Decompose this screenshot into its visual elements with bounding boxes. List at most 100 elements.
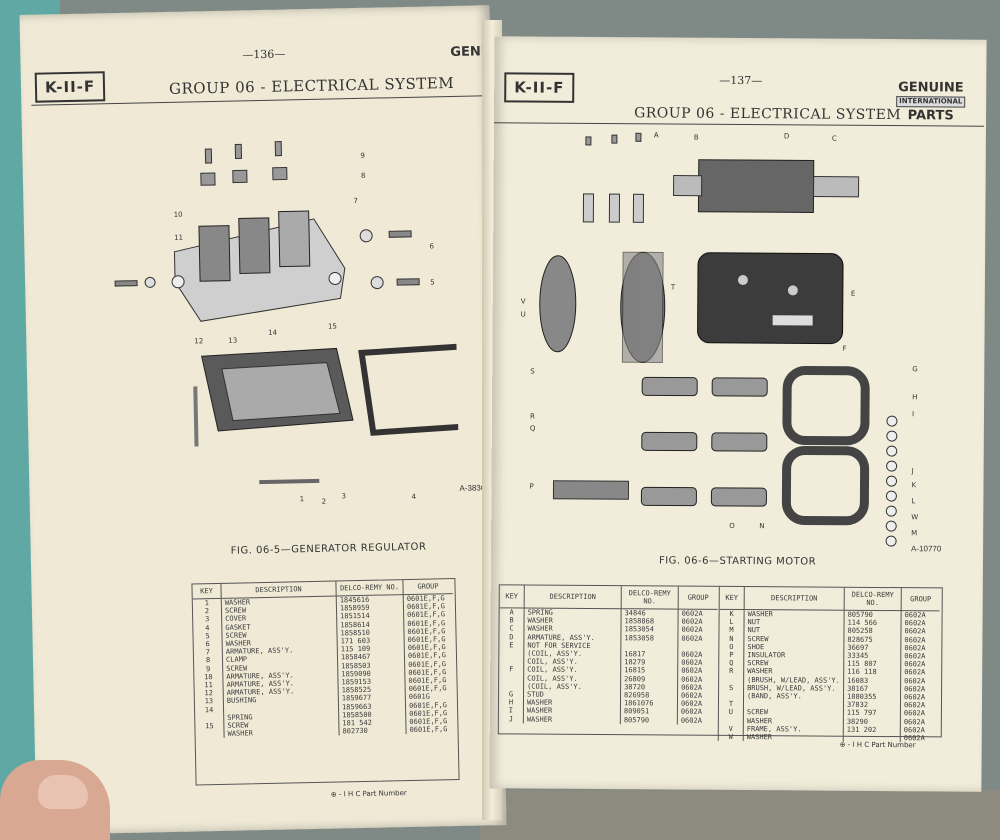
svg-text:P: P xyxy=(529,483,533,491)
cell-group: 0602A xyxy=(680,708,703,717)
cell-group: 0602A xyxy=(681,609,703,618)
cell-part-number: 131 202 xyxy=(843,725,901,735)
cell-part-number: 115 797 xyxy=(843,709,901,718)
cell-group: 0602A xyxy=(903,693,926,702)
svg-text:9: 9 xyxy=(360,152,365,160)
cell-group: 0602A xyxy=(904,652,926,661)
thumbnail xyxy=(38,775,88,809)
insulator xyxy=(552,480,630,500)
field-coil xyxy=(781,445,870,526)
cell-group: 0602A xyxy=(904,676,926,685)
col-group: GROUP xyxy=(678,586,718,610)
svg-text:S: S xyxy=(530,368,535,376)
svg-text:M: M xyxy=(911,529,917,537)
svg-text:R: R xyxy=(530,413,535,421)
cell-part-number: 34846 xyxy=(621,608,679,618)
cell-part-number: 805790 xyxy=(620,715,678,725)
end-frame xyxy=(539,255,577,353)
cell-group xyxy=(678,642,718,650)
kif-logo: K-II-F xyxy=(504,72,575,103)
washer-icon xyxy=(144,276,156,288)
cell-key: H xyxy=(498,698,524,707)
svg-text:G: G xyxy=(912,365,917,373)
figure-caption: FIG. 06-5—GENERATOR REGULATOR xyxy=(230,541,427,557)
clamp-icon xyxy=(200,172,216,186)
col-key: KEY xyxy=(719,586,745,610)
clamp-icon xyxy=(272,166,288,181)
screw-icon xyxy=(396,278,420,286)
cell-key: Q xyxy=(718,659,744,668)
cell-description: WASHER xyxy=(523,706,621,716)
svg-text:5: 5 xyxy=(430,278,435,286)
svg-text:6: 6 xyxy=(429,242,434,250)
cell-key: I xyxy=(498,706,524,716)
cell-part-number: 16083 xyxy=(843,676,901,685)
screw-icon xyxy=(114,280,138,287)
cell-group: 0602A xyxy=(681,683,703,692)
cell-key xyxy=(718,716,744,725)
cell-key xyxy=(499,682,524,691)
cell-key: P xyxy=(718,650,744,660)
cell-key: T xyxy=(718,700,744,709)
cell-group: 0602A xyxy=(904,668,926,677)
svg-text:V: V xyxy=(521,297,526,305)
screw-icon xyxy=(234,143,243,160)
cell-group: 0602A xyxy=(681,667,703,676)
cell-key: G xyxy=(499,690,524,699)
frame-assembly xyxy=(697,252,844,345)
washer-icon xyxy=(370,276,384,290)
svg-text:10: 10 xyxy=(174,211,183,219)
cell-group: 0602A xyxy=(904,643,926,653)
svg-text:T: T xyxy=(670,284,676,292)
cell-part-number: 16815 xyxy=(620,666,678,676)
cell-key: D xyxy=(499,632,524,642)
svg-text:D: D xyxy=(784,132,789,140)
parts-text: PARTS xyxy=(907,108,954,124)
page-number: —137— xyxy=(719,73,763,88)
cell-group: 0602A xyxy=(903,717,925,726)
mount-hole xyxy=(171,275,185,289)
svg-text:J: J xyxy=(911,467,914,475)
international-text: INTERNATIONAL xyxy=(896,96,966,108)
armature xyxy=(697,159,815,214)
cell-key: J xyxy=(498,714,524,724)
cell-part-number: 1853054 xyxy=(620,625,679,635)
spring-icon xyxy=(611,134,618,144)
cell-key: E xyxy=(499,641,524,650)
group-title: GROUP 06 - ELECTRICAL SYSTEM xyxy=(168,73,455,98)
cell-key: U xyxy=(718,708,744,717)
cell-group: 0602A xyxy=(681,658,703,667)
cell-key xyxy=(718,691,744,701)
svg-text:2: 2 xyxy=(322,498,327,506)
cell-group: 0602A xyxy=(680,699,703,708)
svg-text:1: 1 xyxy=(300,495,305,503)
spring-icon xyxy=(585,136,592,146)
svg-text:B: B xyxy=(694,134,699,142)
svg-text:I: I xyxy=(912,410,914,418)
drawing-number: A-10770 xyxy=(911,544,942,554)
cell-group: 0602A xyxy=(904,684,926,694)
shoe xyxy=(641,431,698,452)
svg-text:C: C xyxy=(832,135,837,143)
col-delco-remy-no: DELCO-REMY NO. xyxy=(844,587,902,611)
spring-icon xyxy=(635,132,642,142)
cell-part-number: 809051 xyxy=(620,707,678,717)
relay-unit xyxy=(278,210,311,268)
cell-group: 0602A xyxy=(904,627,926,636)
cell-key xyxy=(195,730,225,739)
svg-text:15: 15 xyxy=(328,322,337,330)
cell-key xyxy=(499,657,524,666)
cell-description: COIL, ASS'Y. xyxy=(523,665,621,675)
cell-group: 0602A xyxy=(904,619,926,628)
cell-part-number: 802730 xyxy=(338,726,407,736)
cell-part-number: 1853058 xyxy=(620,633,678,643)
field-coil xyxy=(782,365,870,446)
cell-key: O xyxy=(718,642,744,652)
shoe xyxy=(640,486,697,507)
svg-text:U: U xyxy=(521,310,526,318)
svg-text:8: 8 xyxy=(361,172,366,180)
cell-key: R xyxy=(718,667,744,676)
